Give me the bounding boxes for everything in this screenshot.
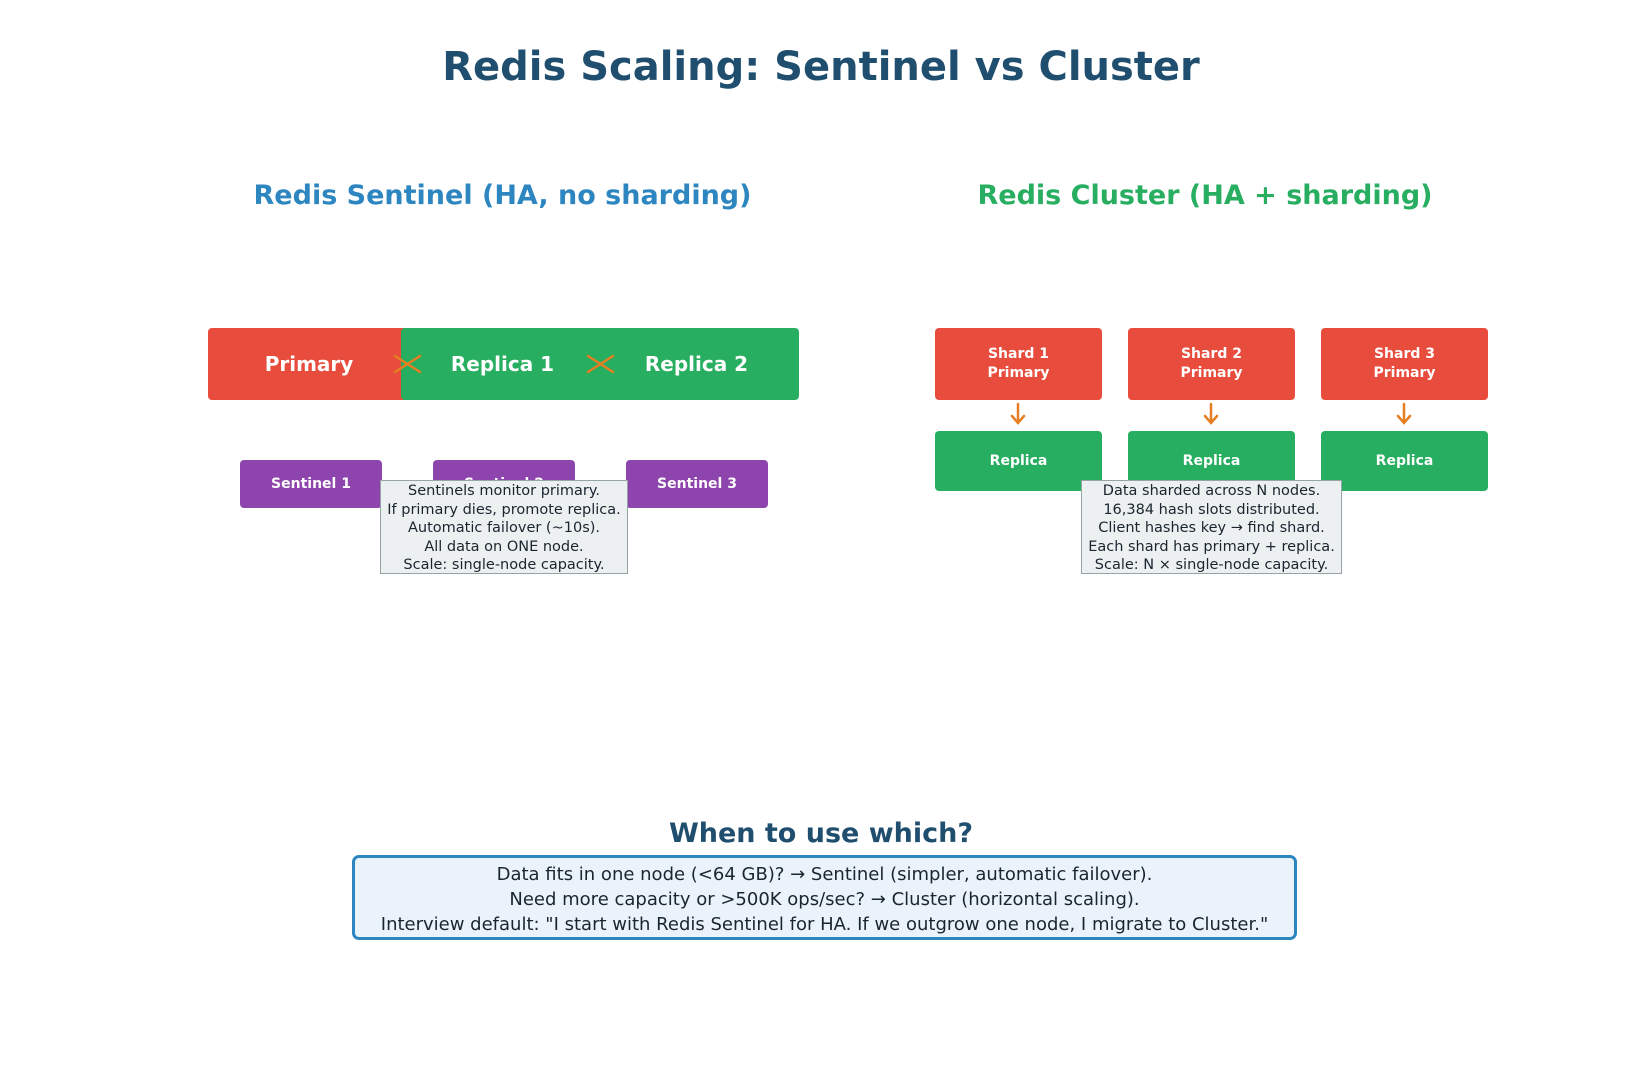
- sentinel-section-heading: Redis Sentinel (HA, no sharding): [253, 180, 752, 211]
- sentinel-3-node: Sentinel 3: [626, 460, 768, 508]
- cluster-note-line: 16,384 hash slots distributed.: [1103, 501, 1320, 518]
- sentinel-note-line: All data on ONE node.: [424, 538, 584, 555]
- sentinel-notes: Sentinels monitor primary. If primary di…: [380, 480, 628, 574]
- when-line: Data fits in one node (<64 GB)? → Sentin…: [496, 864, 1153, 885]
- when-line: Need more capacity or >500K ops/sec? → C…: [509, 889, 1140, 910]
- cluster-note-line: Each shard has primary + replica.: [1088, 538, 1335, 555]
- down-arrow-icon: [1010, 402, 1026, 425]
- when-box: Data fits in one node (<64 GB)? → Sentin…: [352, 855, 1297, 940]
- sentinel-note-line: If primary dies, promote replica.: [387, 501, 621, 518]
- sentinel-note-line: Scale: single-node capacity.: [403, 557, 605, 573]
- replica-2-node: Replica 2: [594, 328, 799, 400]
- when-heading: When to use which?: [668, 818, 974, 849]
- sentinel-1-node: Sentinel 1: [240, 460, 382, 508]
- down-arrow-icon: [1203, 402, 1219, 425]
- sentinel-note-line: Sentinels monitor primary.: [408, 483, 600, 499]
- shard-2-primary-node: Shard 2 Primary: [1128, 328, 1295, 400]
- cluster-section-heading: Redis Cluster (HA + sharding): [977, 180, 1433, 211]
- cluster-note-line: Scale: N × single-node capacity.: [1094, 557, 1329, 573]
- sentinel-note-line: Automatic failover (~10s).: [407, 520, 601, 536]
- primary-node: Primary: [208, 328, 410, 400]
- when-line: Interview default: "I start with Redis S…: [380, 914, 1269, 935]
- cluster-note-line: Data sharded across N nodes.: [1102, 483, 1321, 499]
- page-title: Redis Scaling: Sentinel vs Cluster: [442, 44, 1200, 90]
- replica-1-node: Replica 1: [401, 328, 604, 400]
- cluster-note-line: Client hashes key → find shard.: [1098, 520, 1325, 536]
- cluster-notes: Data sharded across N nodes. 16,384 hash…: [1081, 480, 1342, 574]
- down-arrow-icon: [1396, 402, 1412, 425]
- shard-1-replica-node: Replica: [935, 431, 1102, 491]
- shard-3-replica-node: Replica: [1321, 431, 1488, 491]
- shard-3-primary-node: Shard 3 Primary: [1321, 328, 1488, 400]
- shard-1-primary-node: Shard 1 Primary: [935, 328, 1102, 400]
